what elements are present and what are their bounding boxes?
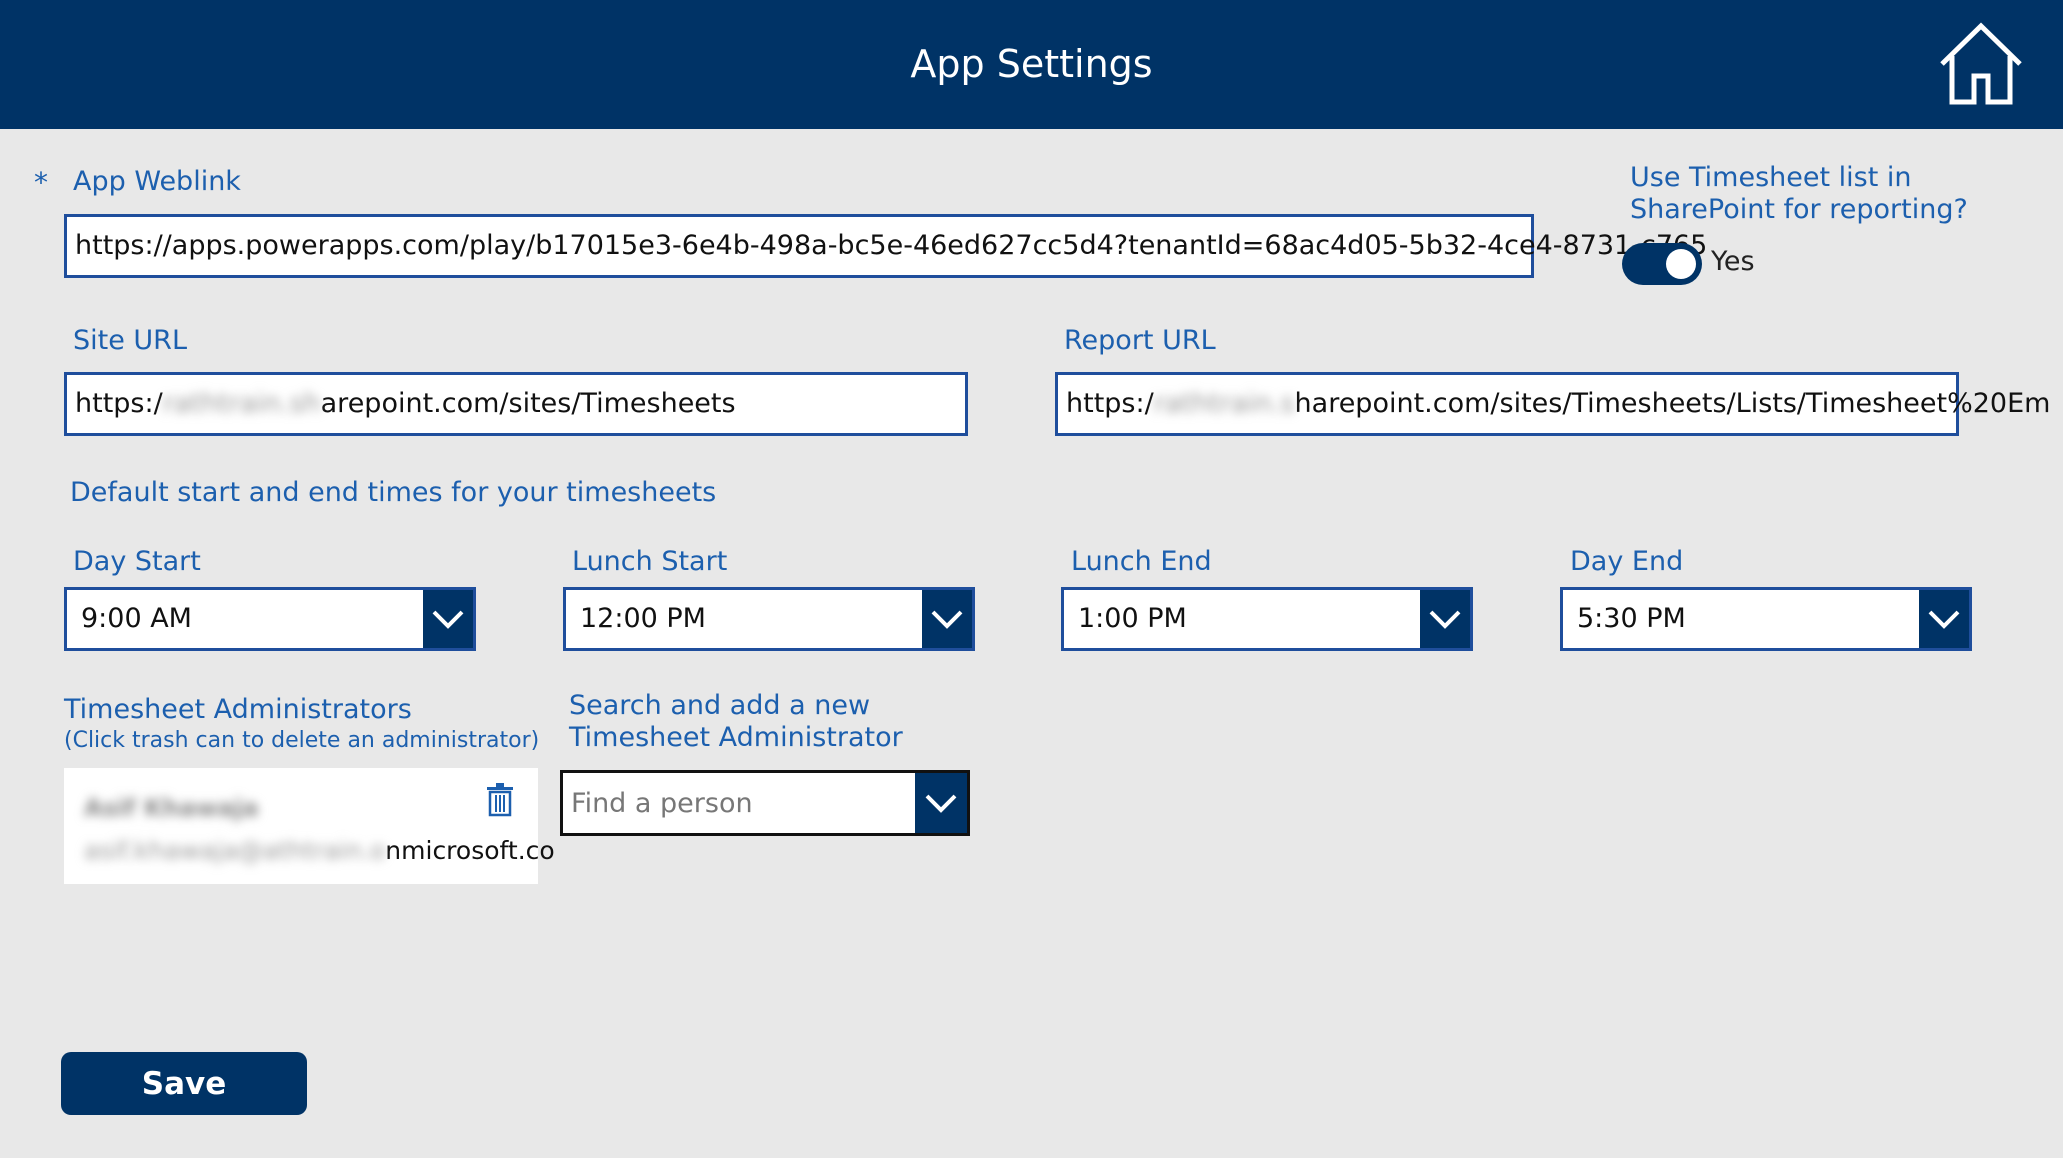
report-url-suffix: harepoint.com/sites/Timesheets/Lists/Tim… xyxy=(1294,388,2051,419)
person-picker xyxy=(560,770,970,836)
administrator-list-item: Asif Khawaja asif.khawaja@athtrain.onmic… xyxy=(64,768,555,884)
lunch-end-label: Lunch End xyxy=(1071,546,1212,577)
chevron-down-icon xyxy=(1420,590,1470,648)
day-end-label: Day End xyxy=(1570,546,1684,577)
administrators-hint: (Click trash can to delete an administra… xyxy=(64,728,540,753)
administrator-email-visible: nmicrosoft.co xyxy=(385,836,555,865)
home-button[interactable] xyxy=(1936,20,2026,108)
administrator-email-redacted: asif.khawaja@athtrain.o xyxy=(84,836,386,865)
chevron-down-icon xyxy=(1919,590,1969,648)
person-picker-dropdown-button[interactable] xyxy=(915,773,967,833)
home-icon xyxy=(1940,22,2022,105)
administrators-label: Timesheet Administrators xyxy=(64,694,412,725)
required-marker: * xyxy=(34,166,48,199)
day-end-dropdown[interactable]: 5:30 PM xyxy=(1560,587,1972,651)
header-bar xyxy=(0,0,2063,129)
report-url-input[interactable]: https:/rathtrain.sharepoint.com/sites/Ti… xyxy=(1055,372,2050,436)
add-admin-label-line1: Search and add a new xyxy=(569,690,871,721)
trash-icon xyxy=(487,783,513,817)
site-url-input[interactable]: https:/rathtrain.sharepoint.com/sites/Ti… xyxy=(64,372,968,436)
page-title: App Settings xyxy=(910,42,1153,86)
site-url-redacted: rathtrain.sh xyxy=(162,388,321,419)
app-weblink-input[interactable]: https://apps.powerapps.com/play/b17015e3… xyxy=(64,214,1707,278)
toggle-knob xyxy=(1666,249,1696,279)
save-button[interactable]: Save xyxy=(61,1052,307,1115)
delete-administrator-button[interactable] xyxy=(486,782,514,817)
reporting-toggle-value: Yes xyxy=(1711,246,1755,277)
lunch-start-dropdown[interactable]: 12:00 PM xyxy=(563,587,975,651)
reporting-toggle-label-line1: Use Timesheet list in xyxy=(1630,162,1912,193)
lunch-start-value: 12:00 PM xyxy=(580,603,706,634)
app-weblink-label: App Weblink xyxy=(73,166,241,197)
day-start-value: 9:00 AM xyxy=(81,603,192,634)
find-person-input[interactable] xyxy=(563,773,931,833)
reporting-toggle[interactable] xyxy=(1622,243,1702,285)
reporting-toggle-label-line2: SharePoint for reporting? xyxy=(1630,194,1968,225)
day-end-value: 5:30 PM xyxy=(1577,603,1686,634)
site-url-suffix: arepoint.com/sites/Timesheets xyxy=(320,388,736,419)
chevron-down-icon xyxy=(922,590,972,648)
administrator-name: Asif Khawaja xyxy=(84,794,259,822)
add-admin-label-line2: Timesheet Administrator xyxy=(569,722,903,753)
site-url-prefix: https:/ xyxy=(75,388,163,419)
day-start-label: Day Start xyxy=(73,546,201,577)
lunch-end-dropdown[interactable]: 1:00 PM xyxy=(1061,587,1473,651)
chevron-down-icon xyxy=(925,794,957,813)
administrator-email: asif.khawaja@athtrain.onmicrosoft.co xyxy=(84,836,555,865)
defaults-heading: Default start and end times for your tim… xyxy=(70,477,717,508)
chevron-down-icon xyxy=(423,590,473,648)
lunch-end-value: 1:00 PM xyxy=(1078,603,1187,634)
site-url-label: Site URL xyxy=(73,325,187,356)
report-url-prefix: https:/ xyxy=(1066,388,1154,419)
day-start-dropdown[interactable]: 9:00 AM xyxy=(64,587,476,651)
report-url-redacted: rathtrain.s xyxy=(1153,388,1295,419)
report-url-label: Report URL xyxy=(1064,325,1216,356)
lunch-start-label: Lunch Start xyxy=(572,546,728,577)
